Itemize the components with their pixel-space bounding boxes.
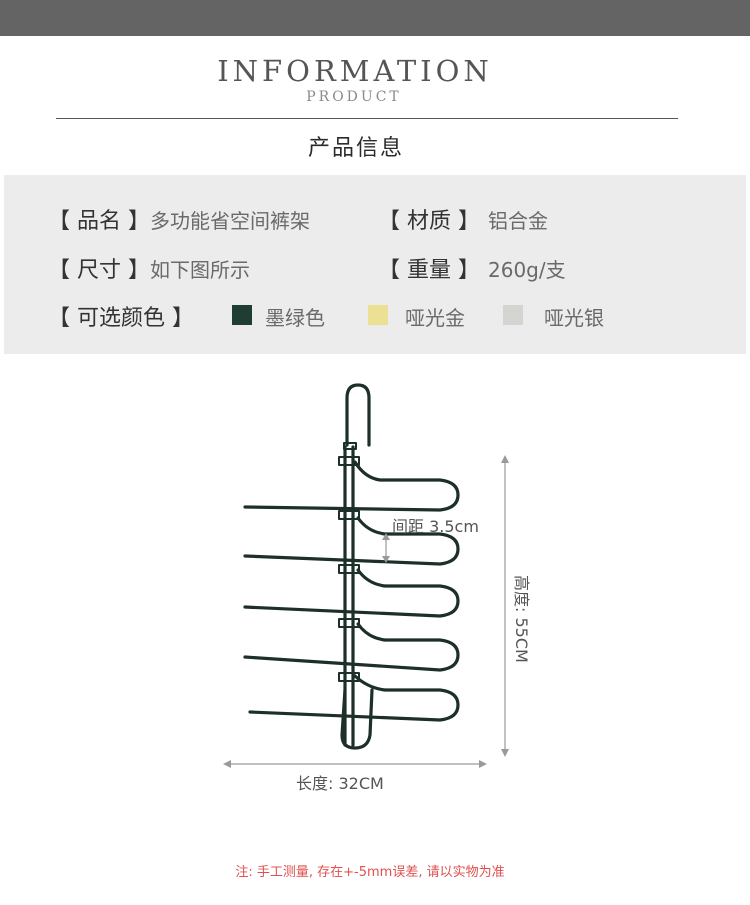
rack-hook-cap xyxy=(343,442,357,450)
pants-rack-drawing xyxy=(243,383,460,750)
color-swatch-matte-gold xyxy=(368,305,388,325)
dimension-lines xyxy=(223,455,509,768)
rack-top-hook xyxy=(345,383,371,447)
spec-colors-key: 【 可选颜色 】 xyxy=(48,306,194,331)
rack-clip-1 xyxy=(338,456,360,466)
rack-arm-5 xyxy=(248,674,460,722)
spec-material-value: 铝合金 xyxy=(488,209,548,233)
info-heading: INFORMATION xyxy=(217,54,493,88)
length-label: 长度: 32CM xyxy=(296,774,384,793)
rack-arm-3 xyxy=(243,568,460,618)
spec-weight-key: 【 重量 】 xyxy=(378,258,480,283)
length-arrow-left xyxy=(223,760,231,768)
spec-weight: 【 重量 】 260g/支 xyxy=(378,252,566,284)
section-title: 产品信息 xyxy=(307,136,404,161)
top-banner xyxy=(0,0,750,36)
color-label-dark-green: 墨绿色 xyxy=(265,306,325,330)
rack-clip-3 xyxy=(338,564,360,574)
color-label-matte-silver: 哑光银 xyxy=(544,306,604,330)
rack-arm-4 xyxy=(243,622,460,672)
length-arrow-right xyxy=(479,760,487,768)
info-subheading: PRODUCT xyxy=(306,89,402,105)
measurement-note: 注: 手工测量, 存在+-5mm误差, 请以实物为准 xyxy=(235,865,505,880)
spec-name: 【 品名 】多功能省空间裤架 xyxy=(48,203,310,235)
color-swatch-dark-green xyxy=(232,305,252,325)
rack-arm-2 xyxy=(243,516,460,566)
height-label: 高度: 55CM xyxy=(512,575,531,663)
heading-divider xyxy=(56,118,678,119)
spec-material: 【 材质 】铝合金 xyxy=(378,203,548,235)
spacing-arrow-top xyxy=(382,533,390,540)
spec-colors: 【 可选颜色 】 xyxy=(48,300,194,332)
rack-diagram: 间距 3.5cm 高度: 55CM 长度: 32CM xyxy=(223,383,531,793)
height-arrow-top xyxy=(501,455,509,463)
spec-size: 【 尺寸 】如下图所示 xyxy=(48,252,250,284)
spec-size-value: 如下图所示 xyxy=(150,258,250,282)
rack-clip-5 xyxy=(338,672,360,682)
spec-size-key: 【 尺寸 】 xyxy=(48,258,150,283)
rack-clip-2 xyxy=(338,510,360,520)
spec-name-key: 【 品名 】 xyxy=(48,209,150,234)
color-swatch-matte-silver xyxy=(503,305,523,325)
height-arrow-bottom xyxy=(501,749,509,757)
spec-name-value: 多功能省空间裤架 xyxy=(150,209,310,233)
spacing-label: 间距 3.5cm xyxy=(392,517,479,536)
rack-clip-4 xyxy=(338,618,360,628)
spacing-arrow-bottom xyxy=(382,556,390,563)
rack-arm-1 xyxy=(243,460,460,512)
spec-material-key: 【 材质 】 xyxy=(378,209,480,234)
spec-weight-value: 260g/支 xyxy=(488,258,566,282)
color-label-matte-gold: 哑光金 xyxy=(405,306,465,330)
rack-bottom-hook xyxy=(340,688,374,750)
